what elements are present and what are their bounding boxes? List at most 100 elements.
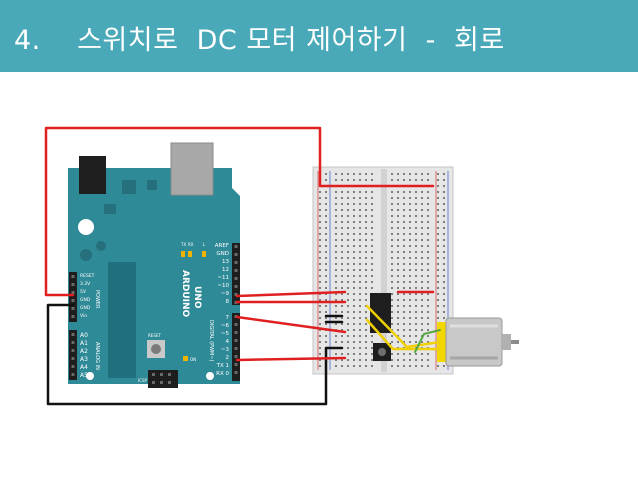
pin-label: ~5 — [221, 331, 230, 337]
breadboard-hole — [371, 365, 373, 367]
breadboard-hole — [347, 245, 349, 247]
breadboard-hole — [397, 275, 399, 277]
breadboard-hole — [359, 341, 361, 343]
breadboard-hole — [365, 281, 367, 283]
breadboard-hole — [403, 221, 405, 223]
breadboard-hole — [319, 311, 321, 313]
breadboard-hole — [443, 179, 445, 181]
breadboard-hole — [341, 293, 343, 295]
breadboard-hole — [391, 209, 393, 211]
breadboard-hole — [409, 335, 411, 337]
header-pin — [234, 277, 238, 280]
breadboard-hole — [365, 353, 367, 355]
breadboard-hole — [421, 197, 423, 199]
header-pin — [168, 373, 171, 376]
breadboard-hole — [415, 359, 417, 361]
breadboard-hole — [371, 209, 373, 211]
breadboard-hole — [403, 281, 405, 283]
breadboard-hole — [421, 233, 423, 235]
digital-header-upper — [232, 243, 240, 305]
analog-label: ANALOG IN — [94, 342, 100, 370]
breadboard-hole — [325, 299, 327, 301]
breadboard-hole — [409, 197, 411, 199]
on-led — [183, 356, 188, 361]
breadboard-hole — [347, 347, 349, 349]
breadboard-hole — [325, 275, 327, 277]
header-pins — [71, 245, 238, 384]
breadboard-hole — [359, 173, 361, 175]
breadboard-hole — [347, 257, 349, 259]
breadboard-hole — [415, 329, 417, 331]
breadboard-hole — [341, 227, 343, 229]
breadboard-hole — [403, 245, 405, 247]
breadboard-hole — [421, 179, 423, 181]
breadboard-hole — [365, 293, 367, 295]
breadboard-hole — [335, 233, 337, 235]
breadboard-hole — [397, 203, 399, 205]
breadboard-hole — [341, 251, 343, 253]
breadboard-hole — [341, 269, 343, 271]
breadboard-hole — [427, 299, 429, 301]
breadboard-hole — [443, 209, 445, 211]
breadboard-hole — [421, 365, 423, 367]
board-name-line1: ARDUINO — [180, 270, 190, 318]
breadboard-hole — [371, 221, 373, 223]
breadboard-hole — [365, 311, 367, 313]
header-pin — [71, 373, 75, 376]
pin-label: 3.3V — [80, 281, 91, 287]
breadboard-hole — [359, 305, 361, 307]
breadboard-hole — [353, 221, 355, 223]
breadboard-hole — [335, 341, 337, 343]
breadboard-hole — [353, 245, 355, 247]
breadboard-hole — [335, 359, 337, 361]
breadboard-hole — [365, 245, 367, 247]
breadboard-hole — [365, 317, 367, 319]
header-pin — [234, 339, 238, 342]
breadboard-hole — [427, 287, 429, 289]
breadboard-hole — [341, 305, 343, 307]
breadboard-hole — [371, 173, 373, 175]
breadboard-hole — [359, 221, 361, 223]
breadboard-hole — [397, 239, 399, 241]
breadboard-hole — [427, 215, 429, 217]
breadboard-hole — [359, 347, 361, 349]
breadboard-hole — [397, 251, 399, 253]
breadboard-hole — [325, 221, 327, 223]
breadboard-hole — [427, 245, 429, 247]
breadboard-hole — [319, 227, 321, 229]
breadboard-hole — [415, 215, 417, 217]
header-pin — [71, 275, 75, 278]
breadboard-hole — [335, 197, 337, 199]
breadboard-hole — [421, 227, 423, 229]
breadboard-hole — [391, 263, 393, 265]
breadboard-hole — [397, 215, 399, 217]
breadboard-hole — [443, 227, 445, 229]
breadboard-hole — [325, 197, 327, 199]
breadboard-hole — [319, 281, 321, 283]
breadboard-hole — [347, 191, 349, 193]
breadboard-hole — [341, 287, 343, 289]
breadboard-hole — [325, 203, 327, 205]
breadboard-hole — [341, 179, 343, 181]
breadboard-hole — [443, 233, 445, 235]
breadboard-hole — [443, 305, 445, 307]
breadboard-hole — [409, 359, 411, 361]
breadboard-hole — [319, 221, 321, 223]
breadboard-hole — [371, 281, 373, 283]
breadboard-hole — [341, 215, 343, 217]
breadboard-hole — [427, 281, 429, 283]
atmega-chip — [108, 262, 136, 378]
breadboard-hole — [325, 215, 327, 217]
breadboard-hole — [403, 293, 405, 295]
header-pin — [234, 355, 238, 358]
breadboard-hole — [443, 299, 445, 301]
breadboard-hole — [443, 245, 445, 247]
breadboard-hole — [403, 263, 405, 265]
breadboard-hole — [325, 293, 327, 295]
breadboard-hole — [415, 335, 417, 337]
pin-label: 2 — [226, 355, 230, 361]
breadboard-hole — [391, 275, 393, 277]
breadboard-hole — [427, 305, 429, 307]
breadboard-hole — [421, 353, 423, 355]
breadboard-hole — [409, 173, 411, 175]
